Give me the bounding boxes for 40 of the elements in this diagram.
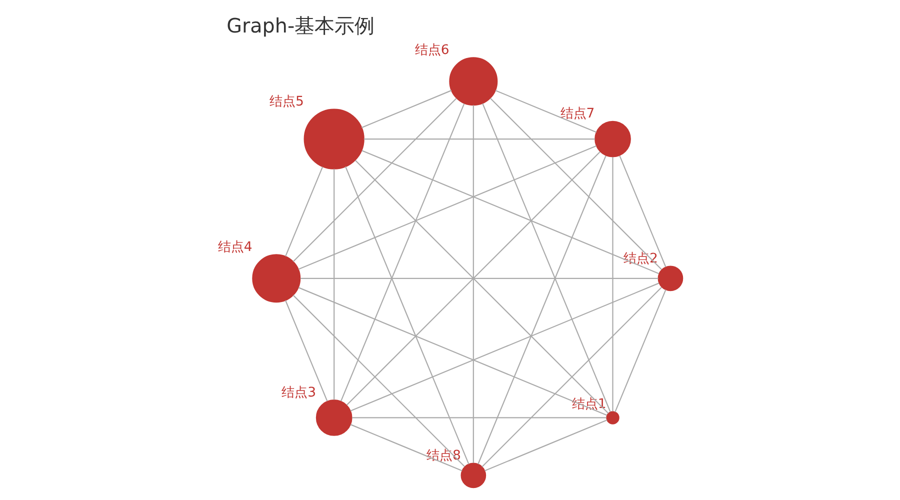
connector [292,294,465,467]
node-label: 结点6 [414,42,450,58]
node-circle [304,108,364,170]
connector [334,168,335,400]
connector [619,156,666,268]
diagram-title: Graph-基本示例 [226,14,375,38]
connector [344,166,470,464]
connector [478,156,606,464]
node-circle [606,411,620,424]
connector [298,145,597,270]
node-circle [658,266,684,292]
connector [350,282,660,412]
node-circle [316,400,352,436]
connector [490,98,662,270]
connector [298,287,608,416]
connector [614,290,666,412]
node-label: 结点5 [269,94,304,110]
connector [352,417,606,418]
connector [364,138,595,140]
connector [285,166,324,257]
connector [350,424,462,472]
connector [612,156,614,412]
node-circle [460,462,486,488]
node-label: 结点3 [282,385,316,400]
connector [495,90,597,133]
connector [482,286,662,468]
connector [482,103,611,412]
node-label: 结点7 [560,106,595,122]
connector [362,150,660,274]
connector [284,300,328,402]
connector [472,105,474,463]
node-circle [594,120,631,158]
connector [484,420,608,472]
node-circle [252,254,301,303]
connector [300,278,658,279]
node-label: 结点4 [218,240,252,255]
node-circle [449,57,498,106]
connector [361,90,452,128]
connector [292,98,457,262]
connector [340,103,465,402]
